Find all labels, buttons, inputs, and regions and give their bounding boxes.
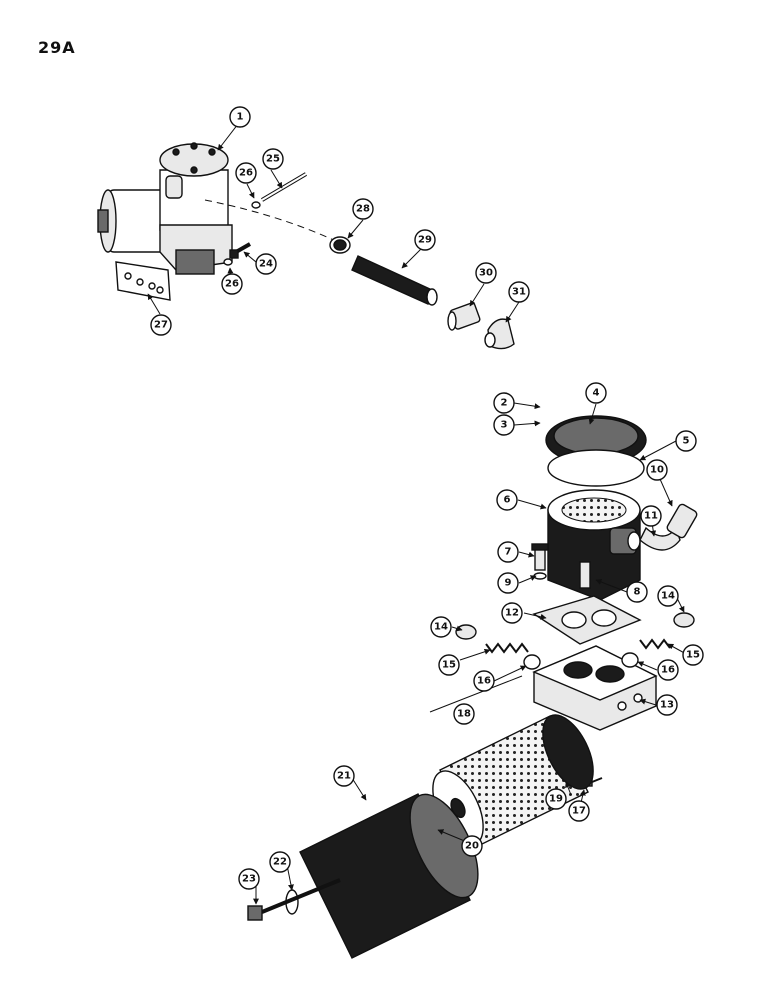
svg-text:16: 16 <box>661 665 675 676</box>
svg-text:27: 27 <box>154 320 168 331</box>
svg-text:21: 21 <box>337 771 351 782</box>
svg-text:28: 28 <box>356 204 370 215</box>
svg-text:22: 22 <box>273 857 287 868</box>
callout-11: 11 <box>640 505 662 527</box>
filter-base <box>532 645 658 731</box>
valve <box>621 652 639 668</box>
pipe-nipple <box>447 302 481 331</box>
callout-19: 19 <box>545 788 567 810</box>
callout-22: 22 <box>269 851 291 873</box>
svg-text:5: 5 <box>683 436 690 447</box>
callout-23: 23 <box>238 868 260 890</box>
callout-24: 24 <box>255 253 277 275</box>
callout-14: 14 <box>430 616 452 638</box>
svg-text:13: 13 <box>660 700 674 711</box>
svg-text:31: 31 <box>512 287 526 298</box>
svg-text:15: 15 <box>686 650 700 661</box>
svg-text:2: 2 <box>501 398 508 409</box>
svg-text:4: 4 <box>593 388 600 399</box>
filter-head <box>547 489 641 601</box>
callout-5: 5 <box>675 430 697 452</box>
callout-17: 17 <box>568 800 590 822</box>
callout-28: 28 <box>352 198 374 220</box>
elbow-fitting <box>484 318 515 350</box>
callout-10: 10 <box>646 459 668 481</box>
svg-text:8: 8 <box>634 587 641 598</box>
callout-21: 21 <box>333 765 355 787</box>
grouping-bracket <box>429 675 523 713</box>
callout-4: 4 <box>585 382 607 404</box>
callout-2: 2 <box>493 392 515 414</box>
callout-12: 12 <box>501 602 523 624</box>
svg-text:18: 18 <box>457 709 471 720</box>
spring <box>485 642 529 654</box>
spring <box>639 638 671 650</box>
callout-26: 26 <box>221 273 243 295</box>
svg-text:25: 25 <box>266 154 280 165</box>
callout-14: 14 <box>657 585 679 607</box>
svg-text:16: 16 <box>477 676 491 687</box>
callout-16: 16 <box>473 670 495 692</box>
filter-element <box>432 714 594 847</box>
svg-text:24: 24 <box>259 259 273 270</box>
callout-27: 27 <box>150 314 172 336</box>
callout-6: 6 <box>496 489 518 511</box>
base-gasket <box>532 595 642 645</box>
filter-shell <box>299 793 479 959</box>
lock-washer <box>251 201 261 209</box>
svg-text:11: 11 <box>644 511 658 522</box>
callout-31: 31 <box>508 281 530 303</box>
svg-text:10: 10 <box>650 465 664 476</box>
callout-18: 18 <box>453 703 475 725</box>
plug <box>455 624 477 640</box>
center-bolt <box>247 878 341 921</box>
valve <box>523 654 541 670</box>
head-bolt <box>531 543 549 571</box>
callout-15: 15 <box>682 644 704 666</box>
cap-screw <box>229 242 251 259</box>
callout-16: 16 <box>657 659 679 681</box>
callout-26: 26 <box>235 162 257 184</box>
callout-20: 20 <box>461 835 483 857</box>
stud <box>579 561 591 589</box>
outlet-fitting <box>666 503 698 539</box>
fuel-hose <box>351 255 436 305</box>
callout-9: 9 <box>497 572 519 594</box>
svg-text:15: 15 <box>442 660 456 671</box>
svg-text:26: 26 <box>225 279 239 290</box>
svg-text:9: 9 <box>505 578 512 589</box>
cover-gasket <box>547 449 645 487</box>
svg-text:6: 6 <box>504 495 511 506</box>
callout-8: 8 <box>626 581 648 603</box>
svg-text:26: 26 <box>239 168 253 179</box>
callout-13: 13 <box>656 694 678 716</box>
svg-text:14: 14 <box>661 591 675 602</box>
svg-text:20: 20 <box>465 841 479 852</box>
page-number: 29A <box>38 38 76 57</box>
svg-text:29: 29 <box>418 235 432 246</box>
svg-text:17: 17 <box>572 806 586 817</box>
callout-29: 29 <box>414 229 436 251</box>
svg-text:12: 12 <box>505 608 519 619</box>
svg-text:23: 23 <box>242 874 256 885</box>
fuel-pump-assembly <box>97 142 339 275</box>
callout-30: 30 <box>475 262 497 284</box>
svg-text:14: 14 <box>434 622 448 633</box>
svg-text:3: 3 <box>501 420 508 431</box>
callout-3: 3 <box>493 414 515 436</box>
svg-text:30: 30 <box>479 268 493 279</box>
callout-7: 7 <box>497 541 519 563</box>
svg-text:7: 7 <box>505 547 512 558</box>
callout-15: 15 <box>438 654 460 676</box>
leader-lines <box>147 123 689 905</box>
callout-bubbles: 1 2 3 4 5 6 7 8 9 10 11 12 13 14 14 15 1… <box>150 106 704 890</box>
lock-washer <box>223 258 233 266</box>
fuel-pump-bolt <box>260 172 308 202</box>
svg-text:19: 19 <box>549 794 563 805</box>
svg-text:1: 1 <box>237 112 244 123</box>
callout-1: 1 <box>229 106 251 128</box>
callout-25: 25 <box>262 148 284 170</box>
plug <box>673 612 695 628</box>
